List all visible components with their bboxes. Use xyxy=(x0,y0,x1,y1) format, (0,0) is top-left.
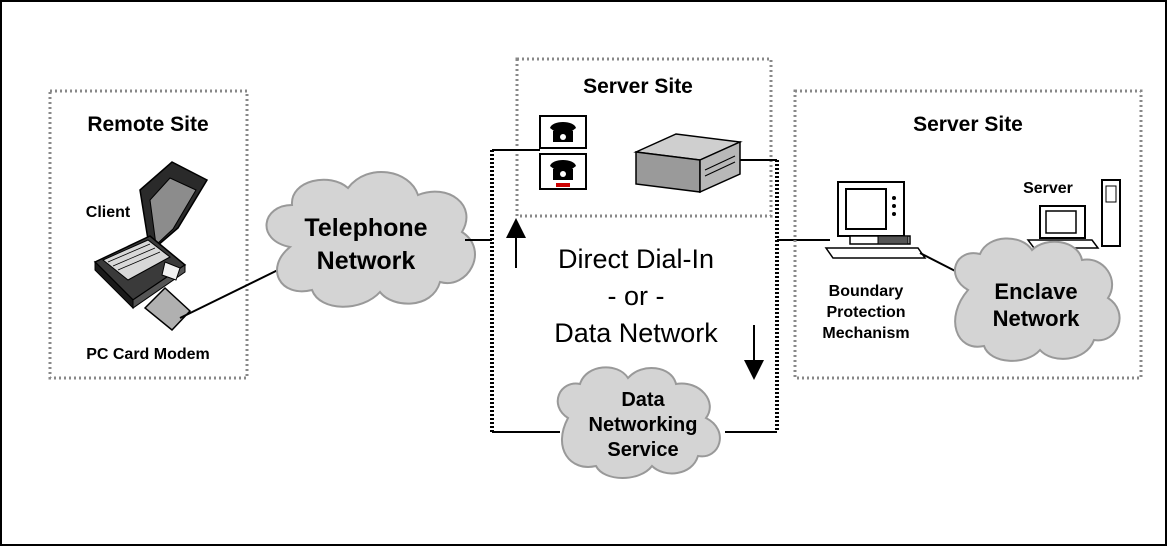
telephone-network-cloud: Telephone Network xyxy=(265,171,476,308)
laptop-icon xyxy=(93,161,209,310)
pc-card-modem-label: PC Card Modem xyxy=(86,346,210,363)
connection-line3: Data Network xyxy=(554,318,718,348)
enclave-network-line2: Network xyxy=(993,306,1081,331)
client-label: Client xyxy=(86,204,131,221)
boundary-line2: Protection xyxy=(826,304,905,321)
modem-to-telephone-line xyxy=(179,267,283,319)
enclave-network-line1: Enclave xyxy=(994,279,1077,304)
boundary-line3: Mechanism xyxy=(822,325,909,342)
remote-site-box xyxy=(48,89,249,380)
connection-line1: Direct Dial-In xyxy=(558,244,714,274)
boundary-workstation-icon xyxy=(824,181,927,259)
telephone-bank-icon xyxy=(539,115,587,190)
data-networking-line3: Service xyxy=(607,439,678,461)
server-label: Server xyxy=(1023,180,1073,197)
pc-card-modem-icon xyxy=(143,286,192,332)
enclave-network-cloud: Enclave Network xyxy=(953,237,1121,362)
connection-line2: - or - xyxy=(608,281,665,311)
data-networking-line2: Networking xyxy=(589,414,698,436)
server-workstation-icon xyxy=(1026,179,1121,249)
remote-site-title: Remote Site xyxy=(87,113,208,136)
data-networking-service-cloud: Data Networking Service xyxy=(556,366,721,479)
telephone-network-line2: Network xyxy=(317,247,416,275)
server-site-main-title: Server Site xyxy=(913,113,1023,136)
server-site-main-box xyxy=(793,89,1143,380)
server-site-dialin-title: Server Site xyxy=(583,75,693,98)
access-server-icon xyxy=(633,133,743,194)
telephone-network-line1: Telephone xyxy=(304,214,427,242)
server-site-dialin-box xyxy=(515,57,773,218)
boundary-line1: Boundary xyxy=(829,283,904,300)
data-networking-line1: Data xyxy=(621,389,665,411)
